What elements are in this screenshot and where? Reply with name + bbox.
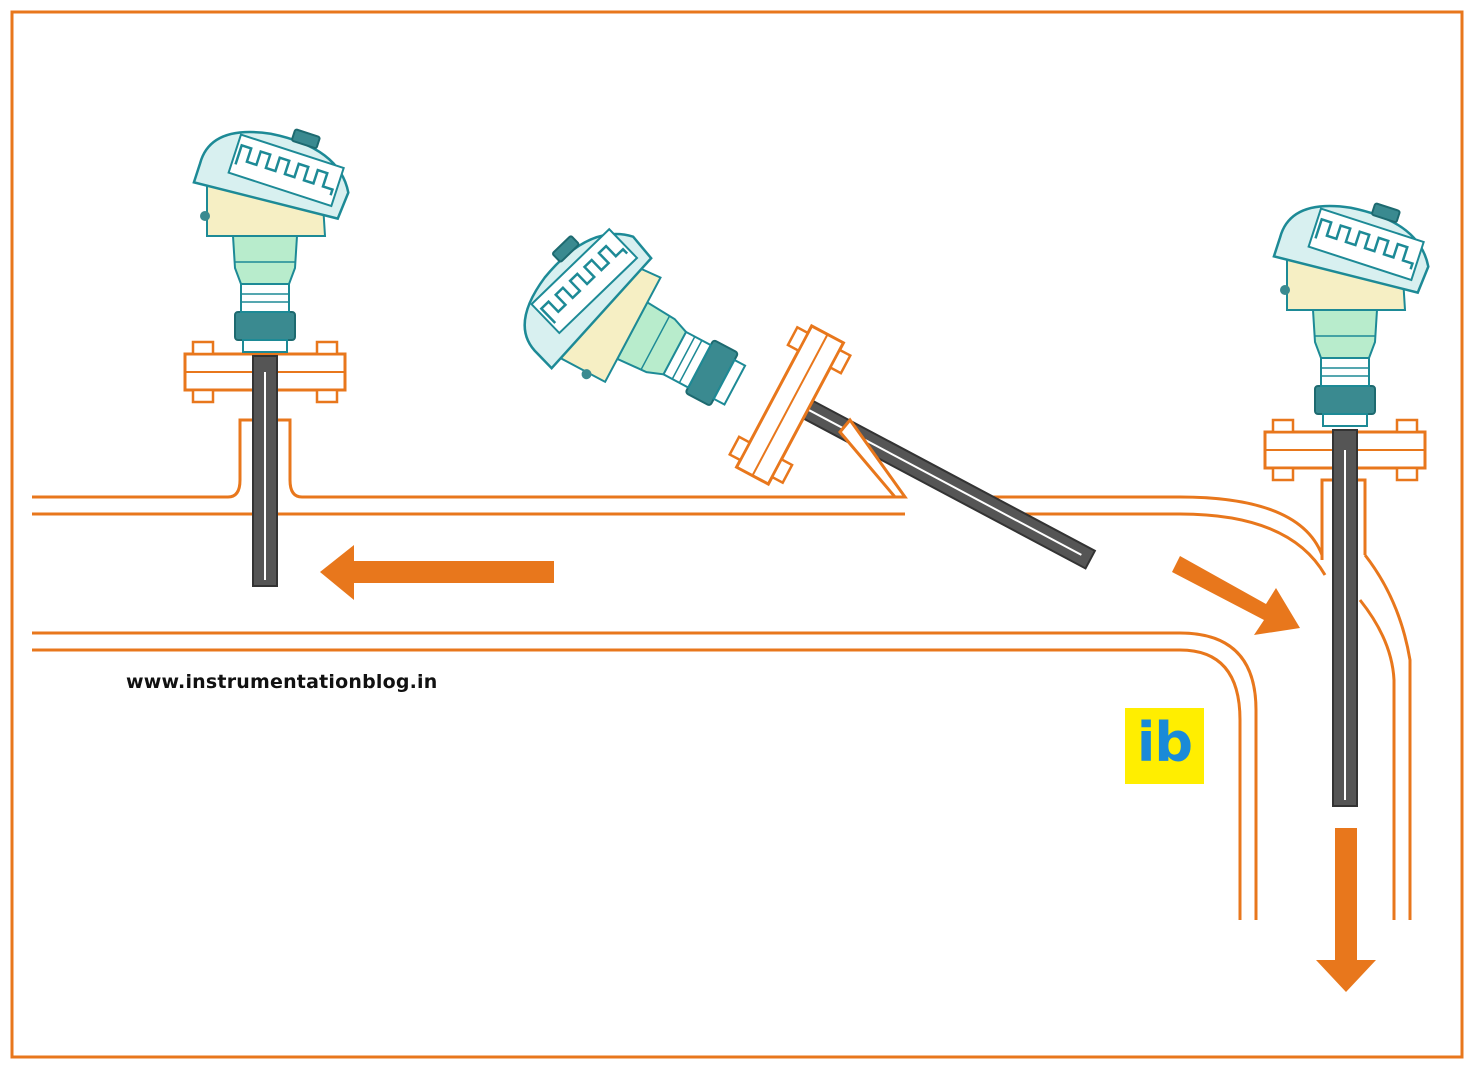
ib-logo: ib <box>1125 708 1204 784</box>
ib-logo-text: ib <box>1136 711 1193 774</box>
flow-arrow-down <box>1316 828 1376 992</box>
angled-thermowell <box>481 182 1097 570</box>
elbow-thermowell <box>1263 177 1444 807</box>
process-pipe <box>32 495 1412 920</box>
flow-arrow-diagonal <box>1172 556 1300 635</box>
website-url: www.instrumentationblog.in <box>126 671 438 693</box>
flow-arrow-left <box>320 545 554 600</box>
perpendicular-thermowell <box>183 103 364 587</box>
frame-border <box>10 10 1464 1059</box>
